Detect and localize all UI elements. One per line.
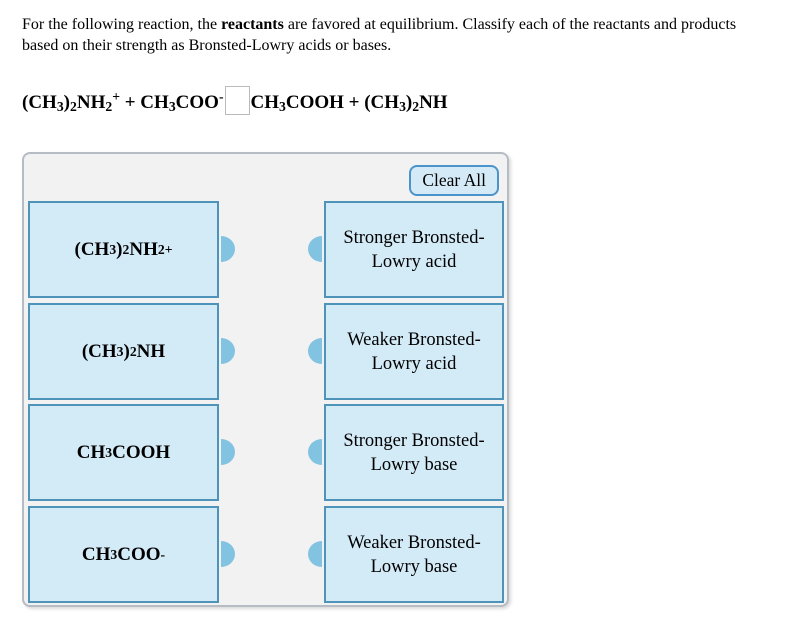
drop-target-box[interactable]: Weaker Bronsted-Lowry base <box>324 506 504 603</box>
equation-right-side: CH3COOH + (CH3)2NH <box>250 91 448 114</box>
drop-target-box[interactable]: Weaker Bronsted-Lowry acid <box>324 303 504 400</box>
chemical-equation: (CH3)2NH2+ + CH3COO- CH3COOH + (CH3)2NH <box>22 80 448 124</box>
drop-target-weaker-base: Weaker Bronsted-Lowry base <box>308 506 504 603</box>
drop-target-weaker-acid: Weaker Bronsted-Lowry acid <box>308 303 504 400</box>
puzzle-tab-icon <box>221 439 235 465</box>
puzzle-tab-icon <box>308 338 322 364</box>
puzzle-tab-icon <box>221 541 235 567</box>
question-bold-word: reactants <box>221 16 284 33</box>
equation-left-side: (CH3)2NH2+ + CH3COO- <box>22 89 224 114</box>
question-text: For the following reaction, the reactant… <box>22 14 764 56</box>
drop-target-box[interactable]: Stronger Bronsted-Lowry base <box>324 404 504 501</box>
drop-target-stronger-acid: Stronger Bronsted-Lowry acid <box>308 201 504 298</box>
drop-target-stronger-base: Stronger Bronsted-Lowry base <box>308 404 504 501</box>
question-text-pre: For the following reaction, the <box>22 16 222 33</box>
question-text-post: are favored at equilibrium. Classify eac… <box>22 16 737 54</box>
puzzle-tab-icon <box>308 439 322 465</box>
equation-answer-slot[interactable] <box>224 85 250 115</box>
drop-target-box[interactable]: Stronger Bronsted-Lowry acid <box>324 201 504 298</box>
puzzle-tab-icon <box>221 338 235 364</box>
puzzle-tab-icon <box>308 236 322 262</box>
clear-all-button[interactable]: Clear All <box>409 165 499 196</box>
puzzle-tab-icon <box>308 541 322 567</box>
puzzle-tab-icon <box>221 236 235 262</box>
